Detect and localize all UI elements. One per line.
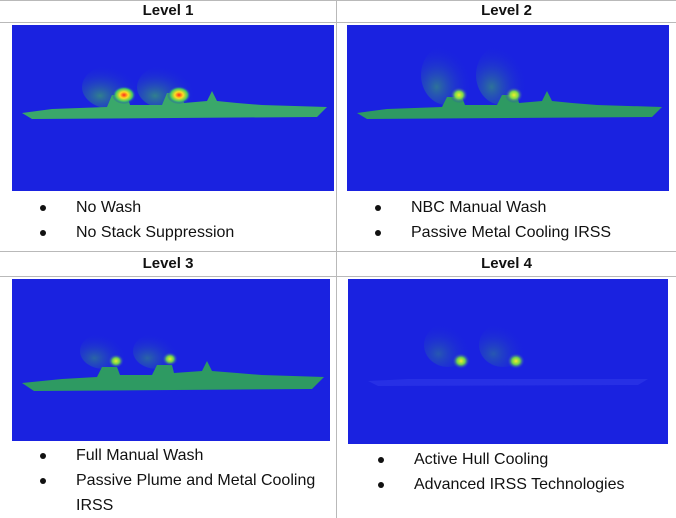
row2-header-divider: [0, 276, 676, 277]
level-3-title: Level 3: [142, 255, 194, 272]
level-3-feature: Passive Plume and Metal Cooling IRSS: [40, 468, 320, 518]
bullet-dot: [375, 230, 381, 236]
level-4-feature: Active Hull Cooling: [378, 447, 625, 472]
level-3-ship-signature: [22, 333, 324, 391]
level-2-features: NBC Manual Wash Passive Metal Cooling IR…: [375, 195, 611, 245]
bullet-dot: [378, 482, 384, 488]
level-4-feature: Advanced IRSS Technologies: [378, 472, 625, 497]
bullet-dot: [40, 453, 46, 459]
level-2-ship-signature: [357, 45, 662, 119]
level-4-ship-signature: [368, 323, 648, 386]
level-3-features: Full Manual Wash Passive Plume and Metal…: [40, 443, 320, 518]
level-2-thermal-image: [347, 25, 669, 191]
level-2-feature: NBC Manual Wash: [375, 195, 611, 220]
level-1-feature: No Wash: [40, 195, 234, 220]
row-divider: [0, 251, 676, 252]
column-divider: [336, 0, 337, 518]
level-1-features: No Wash No Stack Suppression: [40, 195, 234, 245]
level-3-thermal-image: [12, 279, 330, 441]
bullet-dot: [40, 230, 46, 236]
level-2-title: Level 2: [481, 2, 532, 19]
level-4-features: Active Hull Cooling Advanced IRSS Techno…: [378, 447, 625, 497]
level-1-feature: No Stack Suppression: [40, 220, 234, 245]
bullet-dot: [375, 205, 381, 211]
level-1-thermal-image: [12, 25, 334, 191]
level-2-feature: Passive Metal Cooling IRSS: [375, 220, 611, 245]
level-1-ship-signature: [22, 65, 327, 119]
level-3-feature: Full Manual Wash: [40, 443, 320, 468]
level-4-title: Level 4: [481, 255, 532, 272]
bullet-dot: [378, 457, 384, 463]
level-4-thermal-image: [348, 279, 668, 444]
bullet-dot: [40, 478, 46, 484]
row1-header-divider: [0, 22, 676, 23]
top-border: [0, 0, 676, 1]
level-1-title: Level 1: [142, 2, 194, 19]
bullet-dot: [40, 205, 46, 211]
